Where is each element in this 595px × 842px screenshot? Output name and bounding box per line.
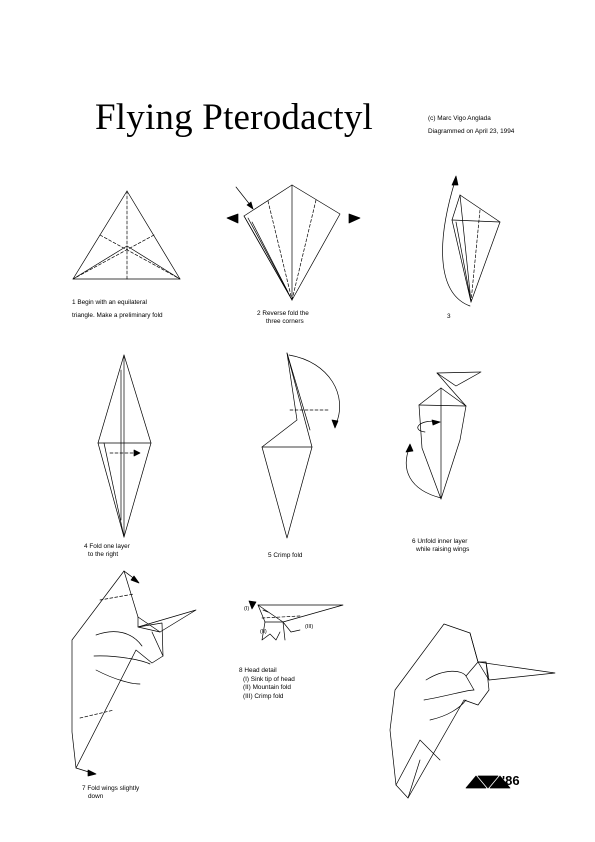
step-7-diagram [71, 570, 197, 777]
step-1-line-2: triangle. Make a preliminary fold [72, 312, 163, 319]
step-6-diagram [405, 371, 482, 500]
detail-label-i: (I) [244, 606, 250, 612]
final-model-diagram [389, 623, 556, 799]
step-2-line-2: three corners [266, 318, 304, 325]
author-logo-icon [465, 775, 511, 789]
step-7-line-2: down [88, 793, 104, 800]
step-4-line-2: to the right [88, 551, 119, 558]
step-3-caption: 3 [447, 313, 451, 320]
step-8-line-2: (I) Sink tip of head [243, 675, 295, 683]
step-4-caption: 4 Fold one layer to the right [84, 542, 130, 560]
step-3-diagram [442, 175, 501, 307]
step-8-line-4: (III) Crimp fold [243, 692, 284, 700]
step-8-line-3: (II) Mountain fold [243, 684, 291, 691]
step-5-diagram [261, 352, 340, 539]
step-6-line-2: while raising wings [416, 546, 470, 553]
diagram-date: Diagrammed on April 23, 1994 [428, 128, 515, 135]
step-7-line-1: 7 Fold wings slightly [82, 785, 140, 792]
step-2-line-1: 2 Reverse fold the [257, 310, 309, 317]
copyright-text: (c) Marc Vigo Anglada [428, 115, 491, 122]
step-1-line-1: 1 Begin with an equilateral [72, 299, 147, 306]
step-2-caption: 2 Reverse fold the three corners [257, 309, 309, 327]
step-1-caption: 1 Begin with an equilateral triangle. Ma… [72, 298, 163, 321]
step-7-caption: 7 Fold wings slightly down [82, 784, 139, 802]
step-4-line-1: 4 Fold one layer [84, 543, 130, 550]
step-6-line-1: 6 Unfold inner layer [412, 538, 468, 545]
page-title: Flying Pterodactyl [95, 97, 373, 138]
step-1-diagram [72, 190, 181, 280]
step-8-caption: 8 Head detail (I) Sink tip of head (II) … [239, 667, 295, 701]
step-2-diagram [226, 184, 361, 301]
step-5-caption: 5 Crimp fold [268, 552, 303, 559]
step-8-diagram [248, 600, 344, 641]
detail-label-iii: (III) [305, 624, 314, 630]
step-4-diagram [97, 354, 152, 538]
step-6-caption: 6 Unfold inner layer while raising wings [412, 537, 469, 555]
step-8-line-1: 8 Head detail [239, 667, 277, 674]
